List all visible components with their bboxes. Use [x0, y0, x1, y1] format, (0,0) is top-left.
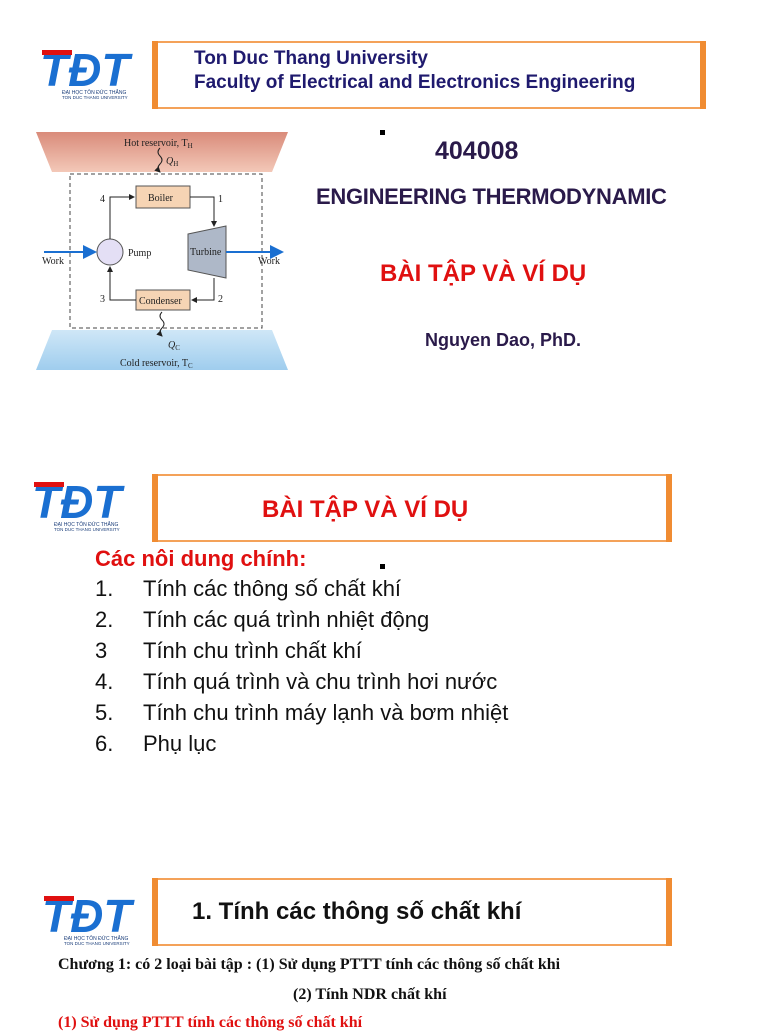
- university-name: Ton Duc Thang University: [194, 48, 429, 69]
- slide3-title: 1. Tính các thông số chất khí: [192, 898, 522, 925]
- rankine-cycle-diagram: Hot reservoir, TH Cold reservoir, TC QH …: [36, 130, 292, 380]
- tdt-logo-2: TĐT ĐẠI HỌC TÔN ĐỨC THẮNG TON DUC THANG …: [30, 474, 130, 534]
- svg-text:Boiler: Boiler: [148, 193, 174, 204]
- slide2-title-bar: BÀI TẬP VÀ VÍ DỤ: [152, 474, 672, 542]
- pump-circle: [96, 238, 124, 266]
- svg-text:1: 1: [218, 194, 223, 205]
- list-item: 2.Tính các quá trình nhiệt động: [95, 607, 430, 632]
- list-item: 4.Tính quá trình và chu trình hơi nước: [95, 669, 498, 694]
- slide3-title-bar: 1. Tính các thông số chất khí: [152, 878, 672, 946]
- hot-reservoir: [36, 132, 288, 172]
- list-item: 6.Phụ lục: [95, 731, 217, 756]
- svg-text:Pump: Pump: [128, 248, 151, 259]
- svg-text:TON DUC THANG UNIVERSITY: TON DUC THANG UNIVERSITY: [62, 95, 128, 100]
- svg-text:4: 4: [100, 194, 105, 205]
- list-item: 1.Tính các thông số chất khí: [95, 576, 402, 601]
- slide1-subtitle: BÀI TẬP VÀ VÍ DỤ: [380, 260, 587, 287]
- chapter-line-2: (2) Tính NDR chất khí: [293, 986, 447, 1003]
- faculty-name: Faculty of Electrical and Electronics En…: [194, 72, 636, 93]
- cold-reservoir: [36, 330, 288, 370]
- svg-text:ĐẠI HỌC TÔN ĐỨC THẮNG: ĐẠI HỌC TÔN ĐỨC THẮNG: [62, 88, 126, 96]
- svg-text:TON DUC THANG UNIVERSITY: TON DUC THANG UNIVERSITY: [64, 941, 130, 946]
- svg-text:Cold reservoir, TC: Cold reservoir, TC: [120, 358, 193, 370]
- tdt-logo: TĐT ĐẠI HỌC TÔN ĐỨC THẮNG TON DUC THANG …: [38, 42, 138, 102]
- contents-list: 1.Tính các thông số chất khí 2.Tính các …: [95, 576, 508, 762]
- header-bar: Ton Duc Thang University Faculty of Elec…: [152, 41, 706, 109]
- svg-text:TON DUC THANG UNIVERSITY: TON DUC THANG UNIVERSITY: [54, 527, 120, 532]
- course-name: ENGINEERING THERMODYNAMIC: [316, 184, 667, 209]
- svg-text:Work: Work: [42, 256, 64, 267]
- author-name: Nguyen Dao, PhD.: [425, 330, 582, 350]
- chapter-line-3: (1) Sử dụng PTTT tính các thông số chất …: [58, 1014, 363, 1031]
- course-code: 404008: [435, 137, 519, 165]
- list-item: 5.Tính chu trình máy lạnh và bơm nhiệt: [95, 700, 509, 725]
- turbine-shape: [187, 225, 227, 279]
- contents-heading: Các nôi dung chính:: [95, 546, 307, 571]
- chapter-line-1: Chương 1: có 2 loại bài tập : (1) Sử dụn…: [58, 956, 561, 973]
- svg-text:3: 3: [100, 294, 105, 305]
- svg-text:QC: QC: [168, 340, 180, 352]
- svg-text:Turbine: Turbine: [190, 247, 222, 258]
- svg-text:Work: Work: [258, 256, 280, 267]
- svg-text:ĐẠI HỌC TÔN ĐỨC THẮNG: ĐẠI HỌC TÔN ĐỨC THẮNG: [64, 934, 128, 942]
- svg-text:2: 2: [218, 294, 223, 305]
- svg-text:QH: QH: [166, 156, 178, 168]
- svg-text:Hot reservoir, TH: Hot reservoir, TH: [124, 138, 193, 150]
- slide2-title: BÀI TẬP VÀ VÍ DỤ: [262, 496, 469, 523]
- tdt-logo-3: TĐT ĐẠI HỌC TÔN ĐỨC THẮNG TON DUC THANG …: [40, 888, 140, 948]
- svg-text:ĐẠI HỌC TÔN ĐỨC THẮNG: ĐẠI HỌC TÔN ĐỨC THẮNG: [54, 520, 118, 528]
- svg-text:Condenser: Condenser: [139, 296, 182, 307]
